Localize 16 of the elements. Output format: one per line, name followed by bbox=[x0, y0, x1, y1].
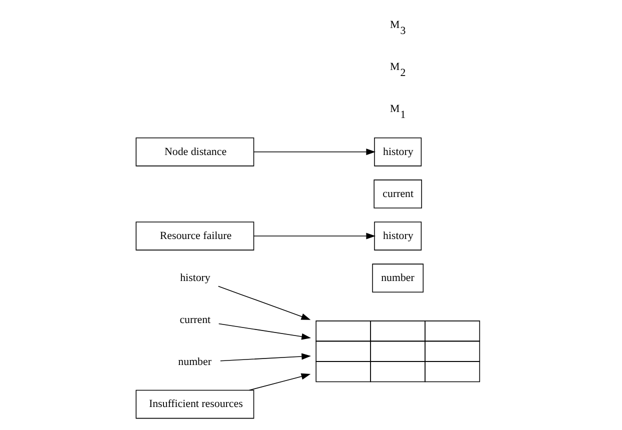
node-box: Node distance bbox=[136, 138, 254, 166]
arrow bbox=[218, 286, 311, 320]
node-box: number bbox=[372, 264, 424, 292]
node-text: history bbox=[180, 272, 210, 284]
arrow bbox=[254, 148, 376, 156]
arrow bbox=[220, 353, 311, 362]
node-text: number bbox=[178, 356, 212, 368]
arrow bbox=[254, 232, 376, 240]
node-box: Insufficient resources bbox=[136, 390, 254, 419]
arrow bbox=[248, 373, 311, 391]
node-box: history bbox=[374, 222, 422, 250]
node-box: history bbox=[374, 138, 422, 166]
node-box: current bbox=[374, 180, 422, 208]
node-box: Resource failure bbox=[136, 222, 254, 250]
arrow bbox=[218, 323, 311, 340]
node-text: current bbox=[180, 314, 211, 326]
